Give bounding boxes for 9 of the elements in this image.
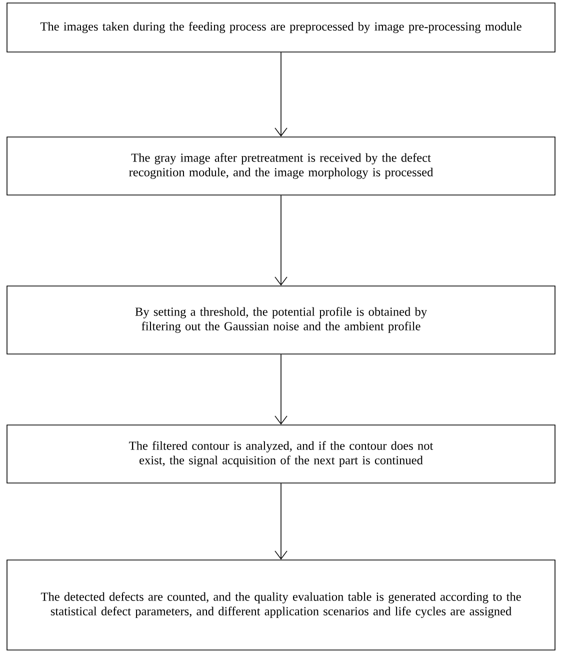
arrow [274,354,288,425]
arrow [274,195,288,286]
arrow [274,52,288,137]
process-box: By setting a threshold, the potential profile is obtained by filtering out the Gaussian noise and the ambient profile [6,286,556,354]
arrow [274,483,288,560]
process-box: The detected defects are counted, and the quality evaluation table is generated according to the statistical defect parameters, and different application scenarios and life cycles are assigned [6,560,556,650]
process-box: The gray image after pretreatment is received by the defect recognition module, and the image morphology is processed [6,136,556,196]
process-box: The images taken during the feeding process are preprocessed by image pre-processing module [6,2,556,52]
process-box: The filtered contour is analyzed, and if the contour does not exist, the signal acquisition of the next part is continued [6,424,556,484]
